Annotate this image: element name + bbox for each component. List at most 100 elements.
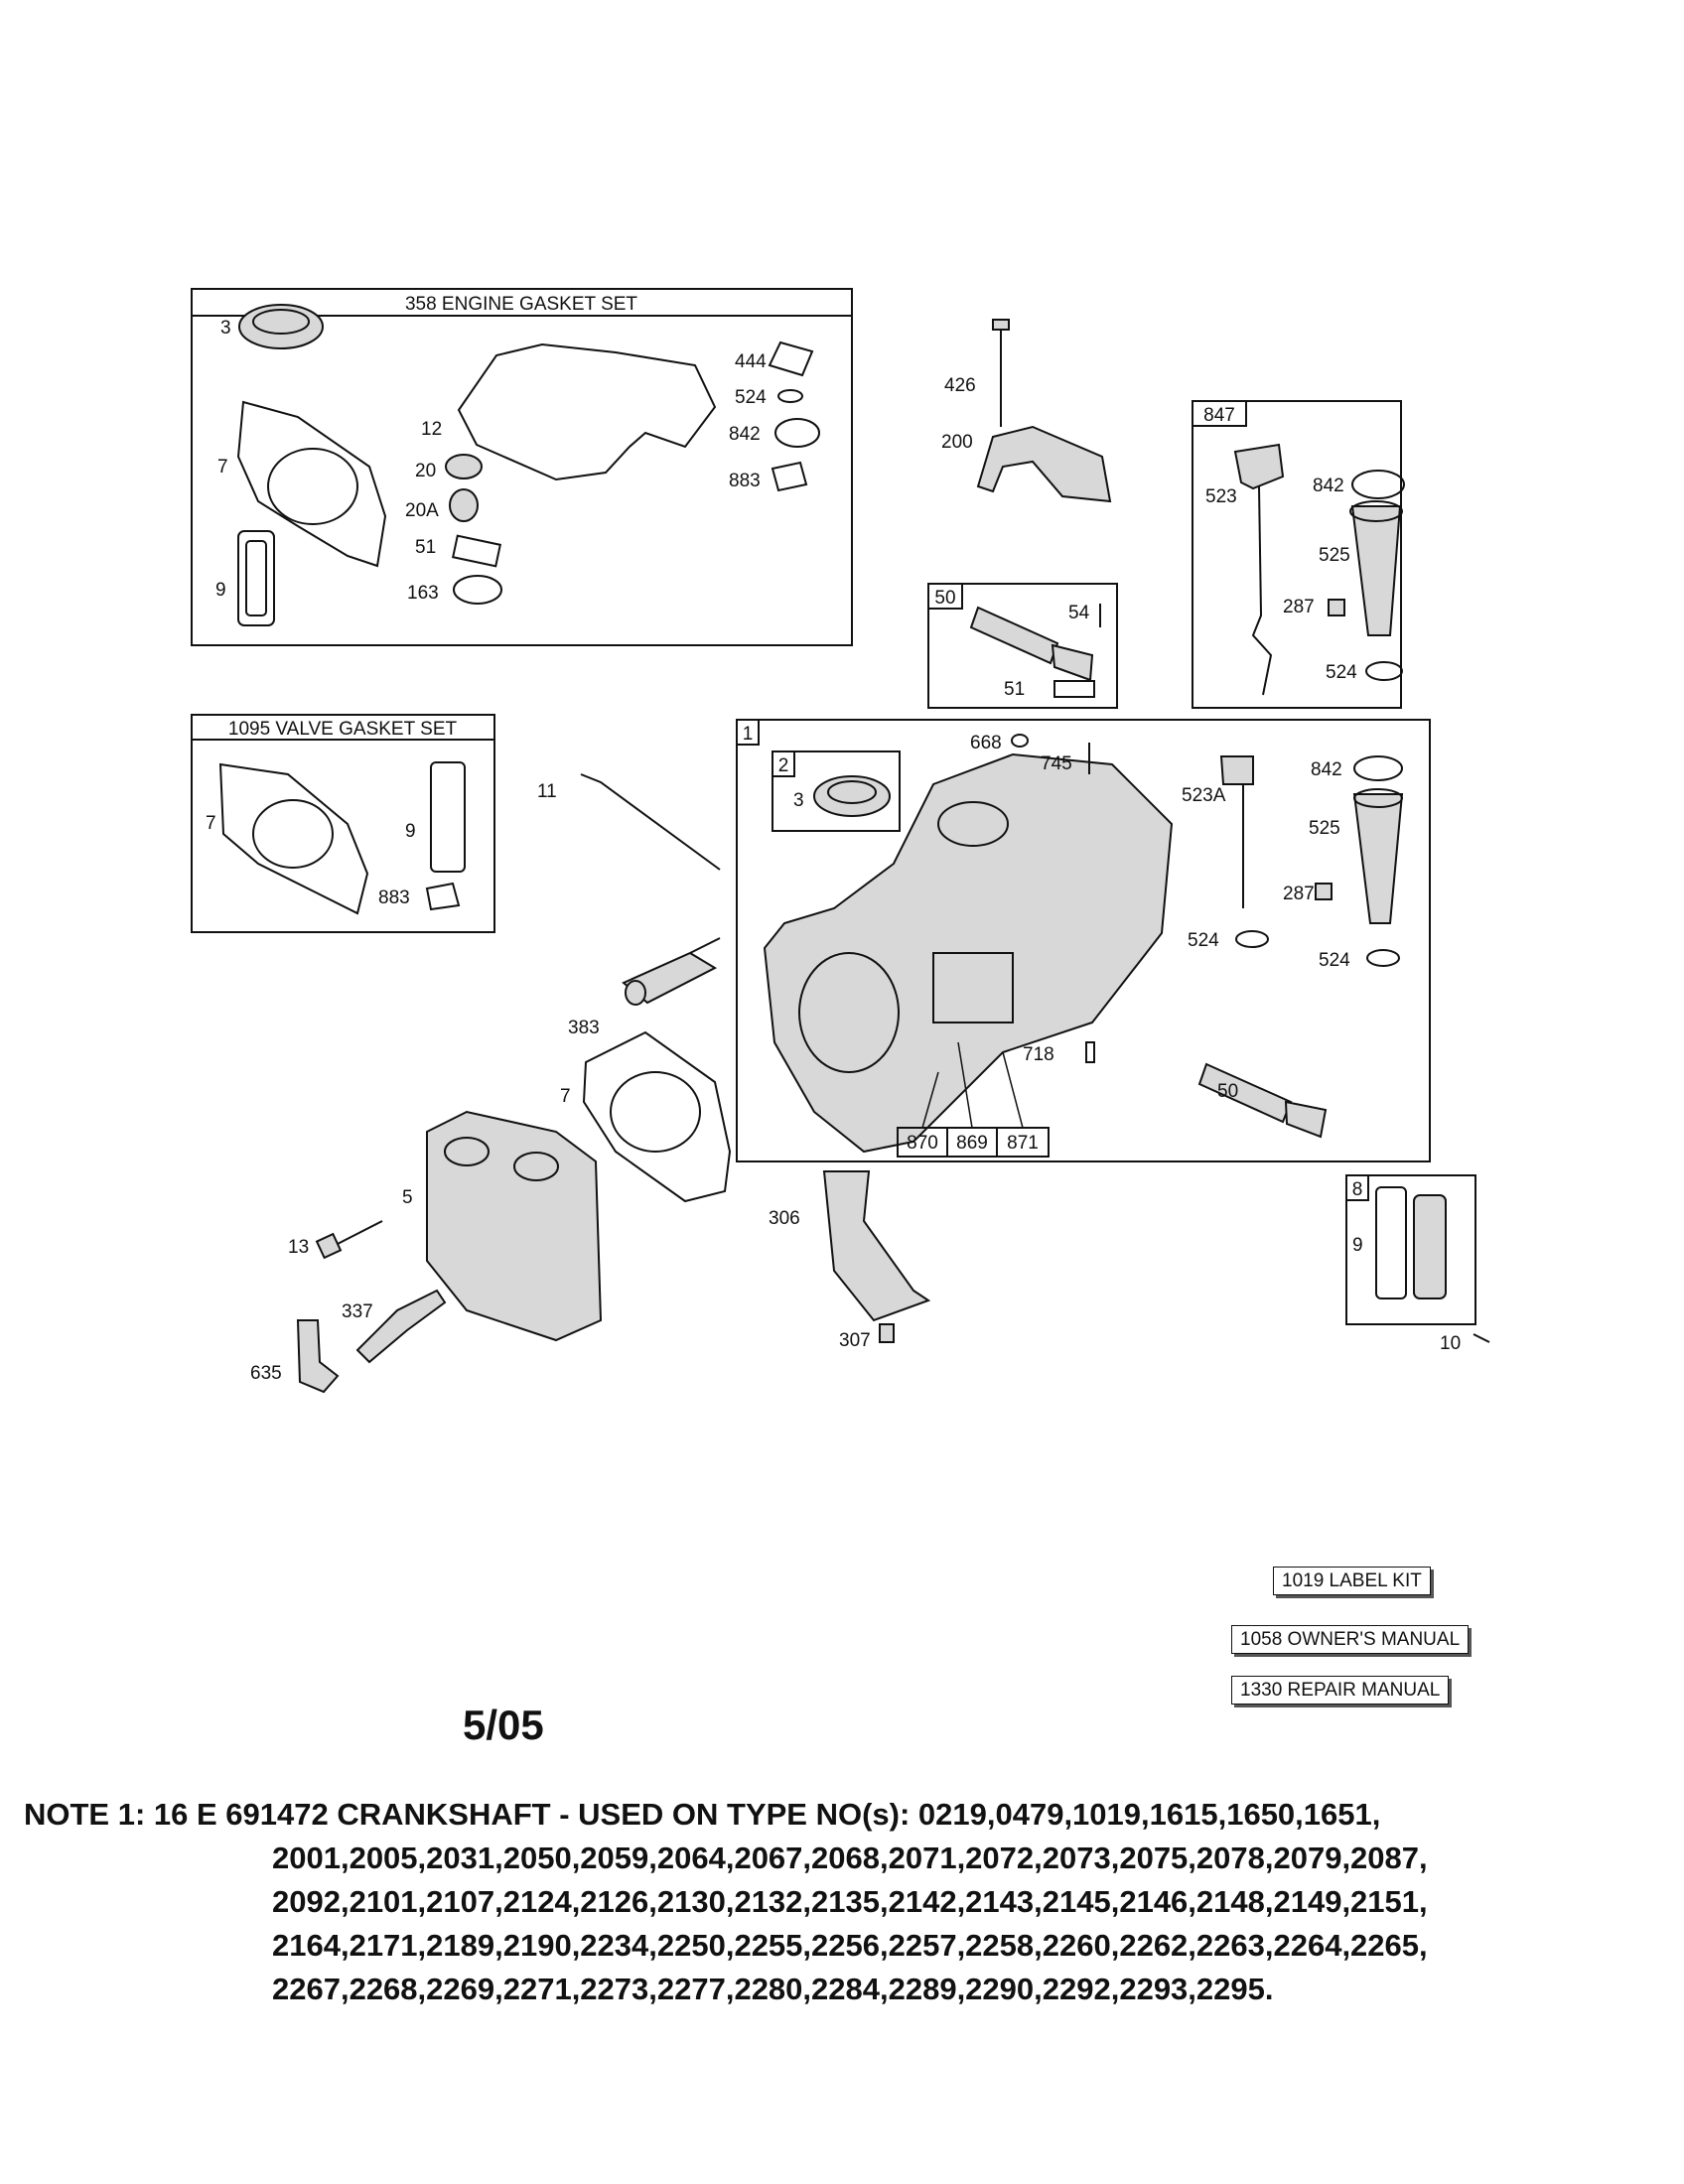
note-line-1: NOTE 1: 16 E 691472 CRANKSHAFT - USED ON… [24, 1797, 1381, 1832]
callout-11: 11 [537, 781, 557, 802]
callout-200: 200 [941, 432, 973, 453]
box-1-frame [736, 719, 1431, 1162]
callout-523a: 523A [1182, 785, 1226, 806]
callout-12: 12 [421, 419, 442, 440]
gasket-part-883 [771, 461, 808, 492]
pushrod-part-11 [580, 773, 721, 871]
callout-842-c: 842 [1311, 759, 1342, 780]
callout-50: 50 [1217, 1081, 1238, 1102]
callout-426: 426 [944, 375, 976, 396]
spark-plug-boot-part-635 [296, 1319, 340, 1394]
o-ring-part-524-c [1235, 930, 1269, 948]
note-line-5: 2267,2268,2269,2271,2273,2277,2280,2284,… [272, 1972, 1274, 2006]
valve-gasket-set-group: 1095 VALVE GASKET SET 7 9 883 [191, 714, 495, 933]
note-line-4: 2164,2171,2189,2190,2234,2250,2255,2256,… [272, 1928, 1428, 1963]
head-gasket-part-7 [236, 400, 387, 568]
gasket-part-9-c [1375, 1186, 1407, 1299]
shield-part-306 [822, 1170, 931, 1322]
engine-gasket-set-group: 358 ENGINE GASKET SET 3 7 9 12 20 20A 51… [191, 288, 853, 646]
callout-883: 883 [729, 471, 761, 491]
box-50-frame [927, 583, 1118, 709]
callout-287-b: 287 [1283, 884, 1315, 904]
callout-524: 524 [735, 387, 767, 408]
gasket-part-51 [452, 534, 501, 568]
o-ring-part-842-b [1351, 470, 1405, 499]
engine-gasket-set-frame [191, 288, 853, 646]
valve-cover-group-8: 8 9 [1345, 1174, 1476, 1325]
callout-870: 870 [907, 1133, 938, 1154]
callout-163: 163 [407, 583, 439, 604]
callout-525: 525 [1319, 545, 1350, 566]
o-ring-part-842-c [1353, 755, 1403, 781]
callout-3: 3 [220, 318, 231, 339]
callout-7-b: 7 [206, 813, 216, 834]
callout-869: 869 [956, 1133, 988, 1154]
crankshaft-note: NOTE 1: 16 E 691472 CRANKSHAFT - USED ON… [24, 1793, 1428, 2011]
callout-842: 842 [729, 424, 761, 445]
revision-date: 5/05 [463, 1702, 544, 1748]
callout-9: 9 [215, 580, 226, 601]
head-gasket-part-7-b [218, 762, 369, 915]
o-ring-part-524-b [1365, 661, 1403, 681]
oil-seal-part-3 [238, 304, 324, 349]
o-ring-part-842 [774, 418, 820, 448]
box-847-frame [1192, 400, 1402, 709]
note-line-2: 2001,2005,2031,2050,2059,2064,2067,2068,… [272, 1841, 1428, 1875]
box-8-label: 8 [1352, 1179, 1363, 1200]
box-1-label: 1 [743, 724, 754, 745]
screw-part-307 [879, 1323, 895, 1343]
head-gasket-part-7-c [582, 1030, 732, 1203]
callout-54: 54 [1068, 603, 1090, 623]
callout-883-b: 883 [378, 887, 410, 908]
callout-51: 51 [415, 537, 436, 558]
label-kit-box: 1019 LABEL KIT [1273, 1567, 1431, 1595]
valve-gasket-set-frame [191, 714, 495, 933]
callout-383: 383 [568, 1018, 600, 1038]
o-ring-part-524 [777, 389, 803, 403]
callout-9-c: 9 [1352, 1235, 1363, 1256]
callout-5: 5 [402, 1187, 413, 1208]
box-2-frame [772, 751, 901, 832]
bracket-part-200 [976, 425, 1112, 503]
callout-668: 668 [970, 733, 1002, 753]
screw-part-287-b [1315, 883, 1333, 900]
dipstick-tube-part-525-b [1352, 793, 1404, 924]
breather-tube-group-50: 50 54 51 [927, 583, 1118, 709]
callout-524-b: 524 [1326, 662, 1357, 683]
valve-cover-gasket-part-9 [237, 530, 275, 626]
callout-444: 444 [735, 351, 767, 372]
spark-plug-part-337 [355, 1289, 447, 1364]
seal-part-20 [445, 454, 483, 479]
gasket-part-163 [453, 575, 502, 605]
engine-block-group-1: 1 2 3 668 745 523A 842 525 287 524 [736, 719, 1431, 1162]
callout-3-b: 3 [793, 790, 804, 811]
breather-tube-part-50-b [1197, 1062, 1293, 1124]
engine-gasket-set-title: 358 ENGINE GASKET SET [405, 294, 637, 315]
gasket-part-883-b [425, 882, 461, 911]
callout-745: 745 [1041, 753, 1072, 774]
note-line-3: 2092,2101,2107,2124,2126,2130,2132,2135,… [272, 1884, 1428, 1919]
gasket-part-51-b [1053, 680, 1095, 698]
owners-manual-box: 1058 OWNER'S MANUAL [1231, 1625, 1470, 1654]
valve-gasket-set-title: 1095 VALVE GASKET SET [228, 719, 458, 740]
callout-306: 306 [769, 1208, 800, 1229]
callout-525-b: 525 [1309, 818, 1340, 839]
callout-307: 307 [839, 1330, 871, 1351]
breather-tube-part-50 [969, 606, 1059, 665]
callout-635: 635 [250, 1363, 282, 1384]
callout-842-b: 842 [1313, 476, 1344, 496]
callout-523: 523 [1205, 486, 1237, 507]
callout-7: 7 [217, 457, 228, 478]
callout-524-c: 524 [1188, 930, 1219, 951]
valve-cover-part-8 [1413, 1194, 1447, 1299]
dipstick-group-847: 847 523 842 525 287 524 [1192, 400, 1405, 709]
callout-524-d: 524 [1319, 950, 1350, 971]
pin-part-718 [1085, 1041, 1095, 1063]
bolt-part-13 [335, 1220, 383, 1246]
repair-manual-box: 1330 REPAIR MANUAL [1231, 1676, 1450, 1705]
crankcase-gasket-part-12 [457, 342, 717, 481]
box-847-label: 847 [1203, 405, 1235, 426]
callout-20: 20 [415, 461, 436, 481]
callout-20a: 20A [405, 500, 439, 521]
